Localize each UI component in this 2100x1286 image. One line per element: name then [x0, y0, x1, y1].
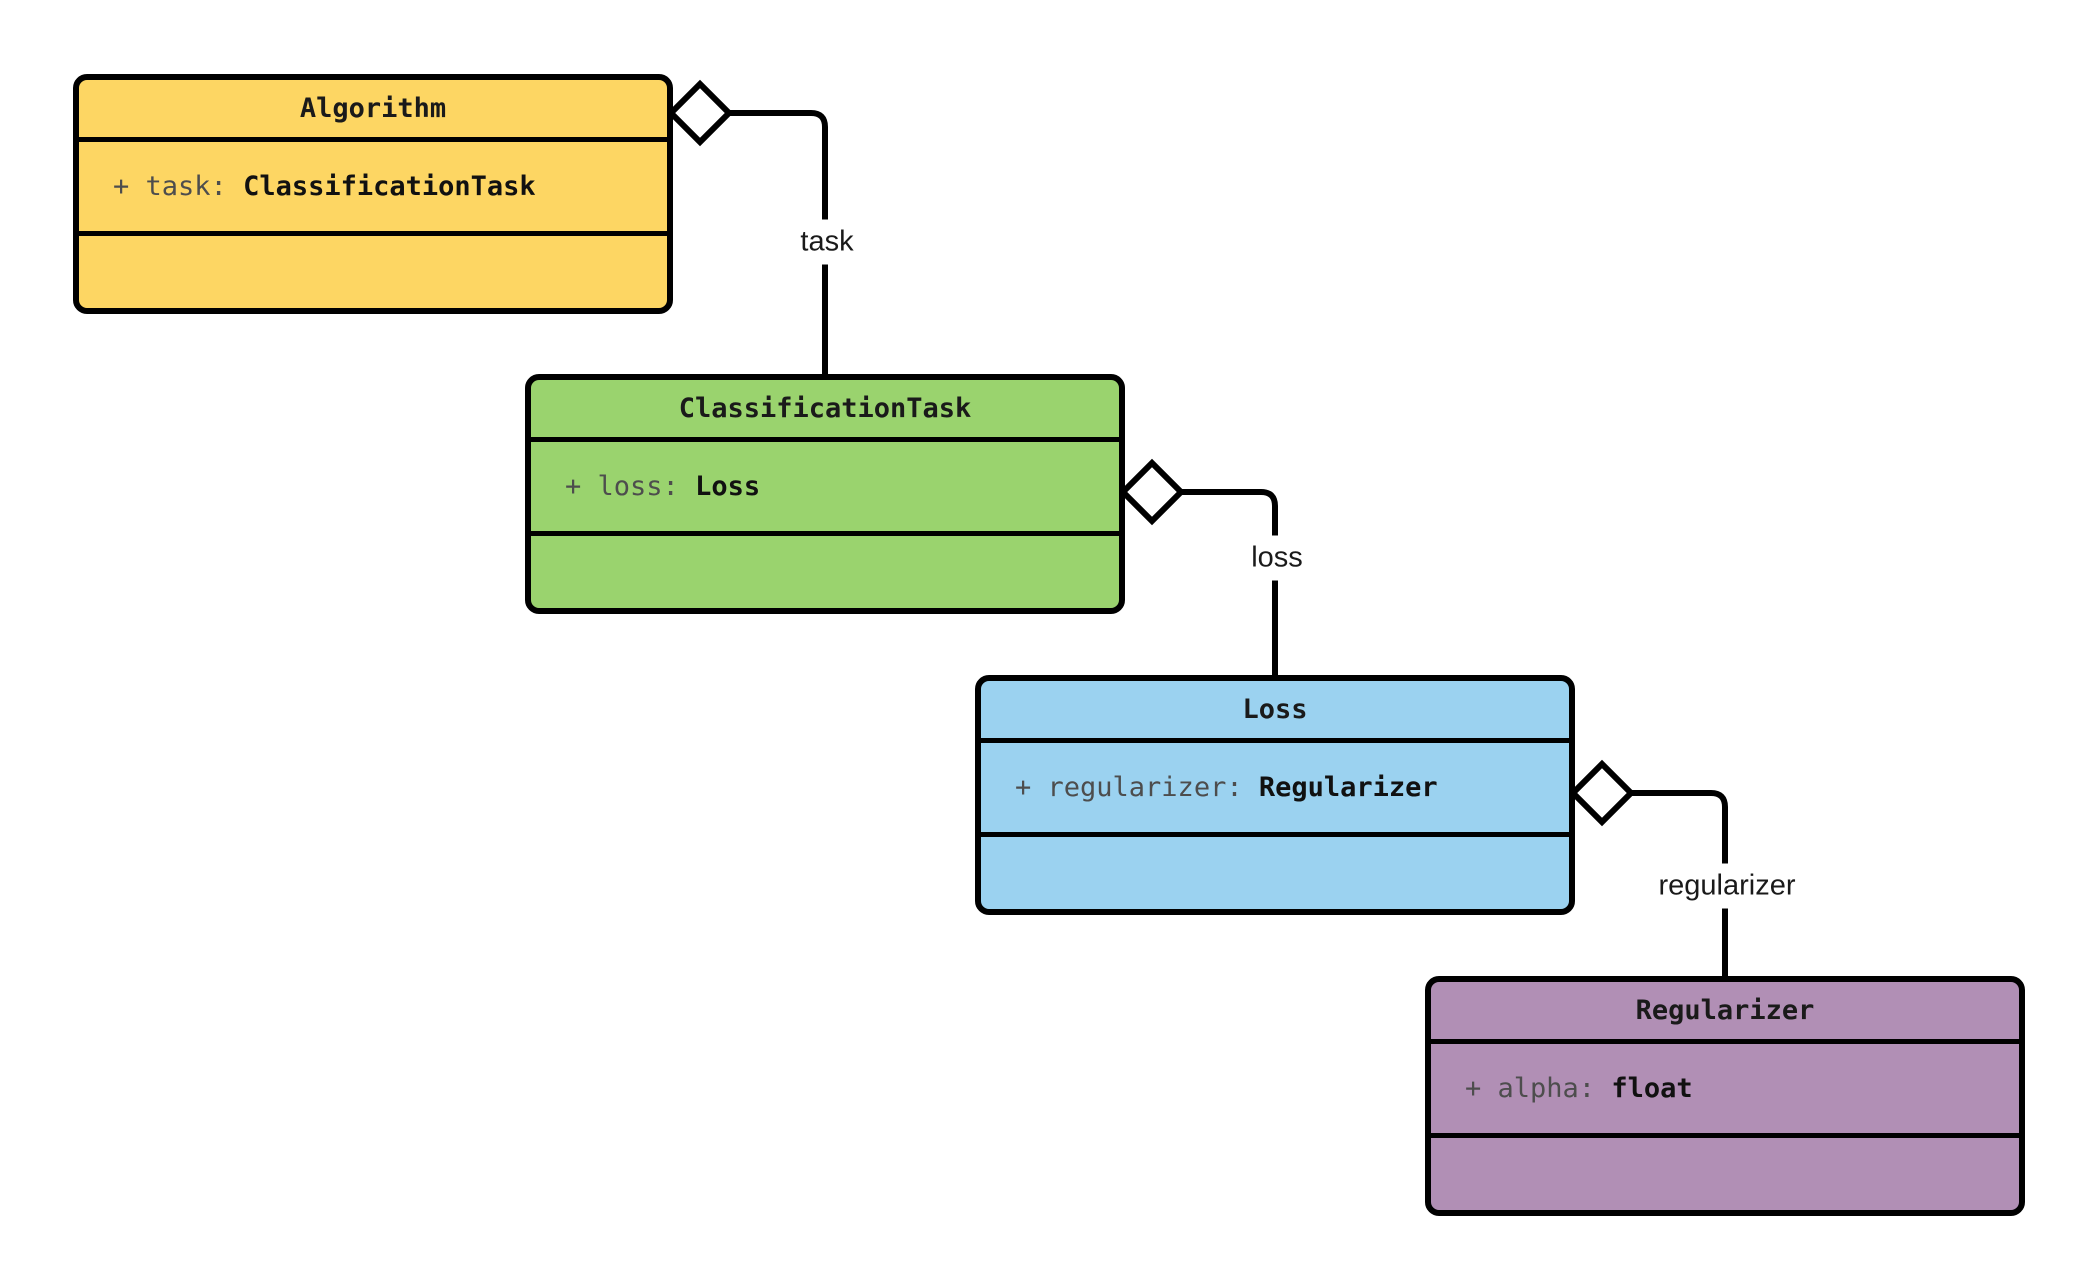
class-attribute-row: + alpha: float — [1431, 1044, 2019, 1138]
class-box-regularizer: Regularizer + alpha: float — [1425, 976, 2025, 1216]
attribute-name: task — [145, 171, 211, 202]
attribute-type: Regularizer — [1258, 772, 1438, 803]
class-attribute-row: + regularizer: Regularizer — [981, 743, 1569, 837]
class-methods-compartment — [79, 236, 667, 308]
class-methods-compartment — [1431, 1138, 2019, 1210]
class-title: Regularizer — [1431, 982, 2019, 1044]
attribute-separator: : — [1578, 1073, 1612, 1104]
edge-label-task: task — [794, 219, 860, 265]
edge-loss — [1181, 489, 1278, 681]
edge-task — [729, 110, 828, 380]
class-box-loss: Loss + regularizer: Regularizer — [975, 675, 1575, 915]
class-title: Algorithm — [79, 80, 667, 142]
attribute-separator: : — [1226, 772, 1259, 803]
attribute-name: loss — [597, 471, 663, 502]
attribute-separator: : — [210, 171, 244, 202]
class-box-classificationtask: ClassificationTask + loss: Loss — [525, 374, 1125, 614]
class-title: ClassificationTask — [531, 380, 1119, 442]
attribute-name: alpha — [1497, 1073, 1579, 1104]
class-attribute-row: + loss: Loss — [531, 442, 1119, 536]
attribute-type: ClassificationTask — [243, 171, 536, 202]
attribute-type: float — [1611, 1073, 1693, 1104]
attribute-separator: : — [662, 471, 696, 502]
aggregation-diamond-icon — [1568, 759, 1636, 827]
attribute-type: Loss — [695, 471, 761, 502]
aggregation-diamond-icon — [1118, 458, 1186, 526]
attribute-visibility: + — [565, 471, 598, 502]
edge-label-regularizer: regularizer — [1652, 863, 1802, 909]
aggregation-diamond-icon — [666, 79, 734, 147]
attribute-visibility: + — [1465, 1073, 1498, 1104]
attribute-name: regularizer — [1047, 772, 1227, 803]
class-attribute-row: + task: ClassificationTask — [79, 142, 667, 236]
class-box-algorithm: Algorithm + task: ClassificationTask — [73, 74, 673, 314]
class-methods-compartment — [531, 536, 1119, 608]
attribute-visibility: + — [1015, 772, 1048, 803]
attribute-visibility: + — [113, 171, 146, 202]
edge-regularizer — [1631, 790, 1728, 982]
class-title: Loss — [981, 681, 1569, 743]
class-methods-compartment — [981, 837, 1569, 909]
edge-label-loss: loss — [1245, 535, 1309, 581]
